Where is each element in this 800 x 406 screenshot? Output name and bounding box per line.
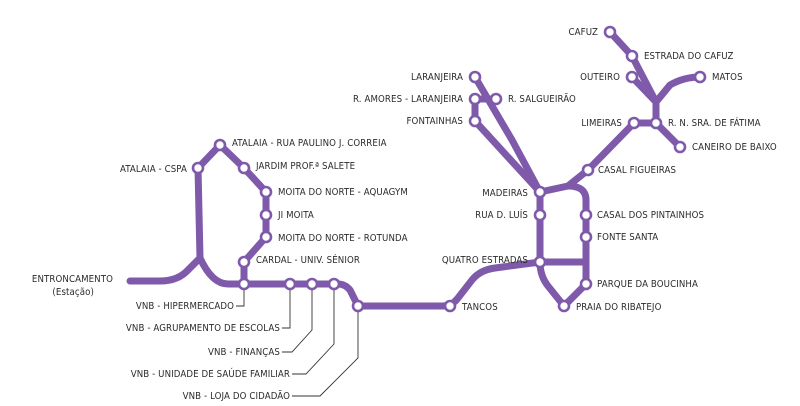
label-moita-aquagym: MOITA DO NORTE - AQUAGYM	[278, 187, 408, 198]
label-cardal: CARDAL - UNIV. SÉNIOR	[256, 253, 360, 266]
station-rua-d-luis[interactable]	[533, 208, 547, 222]
station-vnb-loja[interactable]	[351, 299, 365, 313]
station-estrada-cafuz[interactable]	[625, 49, 639, 63]
stations	[191, 25, 707, 313]
station-limeiras[interactable]	[627, 116, 641, 130]
label-atalaia-cspa: ATALAIA - CSPA	[120, 164, 187, 175]
route-cafuz-branch	[606, 28, 660, 106]
label-vnb-hiper: VNB - HIPERMERCADO	[136, 301, 234, 312]
station-outeiro[interactable]	[625, 70, 639, 84]
station-vnb-agrup[interactable]	[283, 277, 297, 291]
station-r-salgueirao[interactable]	[489, 92, 503, 106]
station-laranjeira[interactable]	[468, 70, 482, 84]
label-r-n-sra: R. N. SRA. DE FÁTIMA	[668, 116, 761, 129]
label-outeiro: OUTEIRO	[580, 72, 620, 83]
label-quatro-estradas: QUATRO ESTRADAS	[442, 255, 528, 266]
station-cafuz[interactable]	[603, 25, 617, 39]
label-vnb-saude: VNB - UNIDADE DE SAÚDE FAMILIAR	[131, 367, 290, 380]
label-praia-ribatejo: PRAIA DO RIBATEJO	[576, 302, 662, 313]
label-caneiro: CANEIRO DE BAIXO	[692, 142, 777, 153]
station-moita-aquagym[interactable]	[259, 185, 273, 199]
route-main-trunk	[126, 254, 544, 310]
route-matos-branch	[652, 73, 704, 106]
label-r-amores: R. AMORES - LARANJEIRA	[353, 94, 463, 105]
label-moita-rotunda: MOITA DO NORTE - ROTUNDA	[278, 233, 408, 244]
label-entroncamento-sub: (Estação)	[52, 287, 94, 298]
route-right-loop	[536, 182, 590, 310]
route-northeast-branch	[536, 119, 684, 196]
label-vnb-agrup: VNB - AGRUPAMENTO DE ESCOLAS	[126, 323, 280, 334]
station-r-amores[interactable]	[468, 92, 482, 106]
station-casal-pintainhos[interactable]	[579, 208, 593, 222]
label-matos: MATOS	[712, 72, 743, 83]
label-vnb-loja: VNB - LOJA DO CIDADÃO	[183, 389, 290, 402]
label-casal-figueiras: CASAL FIGUEIRAS	[598, 165, 676, 176]
station-praia-ribatejo[interactable]	[557, 299, 571, 313]
station-vnb-financas[interactable]	[305, 277, 319, 291]
station-labels: ENTRONCAMENTO (Estação) ATALAIA - CSPA A…	[32, 27, 777, 402]
label-fonte-santa: FONTE SANTA	[597, 232, 658, 243]
station-madeiras[interactable]	[533, 185, 547, 199]
label-laranjeira: LARANJEIRA	[411, 72, 463, 83]
station-quatro-estradas[interactable]	[533, 255, 547, 269]
label-rua-d-luis: RUA D. LUÍS	[475, 208, 528, 221]
label-madeiras: MADEIRAS	[482, 188, 528, 199]
route-madeiras-spine	[471, 73, 544, 266]
leader-lines	[236, 290, 359, 397]
station-r-n-sra[interactable]	[649, 116, 663, 130]
station-caneiro[interactable]	[673, 140, 687, 154]
station-vnb-hiper[interactable]	[237, 277, 251, 291]
station-atalaia-cspa[interactable]	[191, 161, 205, 175]
label-ji-moita: JI MOITA	[277, 210, 314, 221]
station-casal-figueiras[interactable]	[581, 163, 595, 177]
label-atalaia-rua: ATALAIA - RUA PAULINO J. CORREIA	[232, 138, 387, 149]
station-moita-rotunda[interactable]	[259, 230, 273, 244]
label-fontainhas: FONTAINHAS	[406, 116, 463, 127]
label-vnb-financas: VNB - FINANÇAS	[208, 347, 280, 358]
label-r-salgueirao: R. SALGUEIRÃO	[508, 92, 576, 105]
label-entroncamento: ENTRONCAMENTO	[32, 274, 113, 285]
label-parque-boucinha: PARQUE DA BOUCINHA	[597, 279, 698, 290]
label-cafuz: CAFUZ	[569, 27, 598, 38]
station-parque-boucinha[interactable]	[579, 277, 593, 291]
label-tancos: TANCOS	[461, 302, 498, 313]
route-fontainhas-link	[471, 95, 544, 196]
station-matos[interactable]	[693, 70, 707, 84]
station-tancos[interactable]	[443, 299, 457, 313]
station-atalaia-rua[interactable]	[213, 138, 227, 152]
label-limeiras: LIMEIRAS	[581, 118, 622, 129]
station-vnb-saude[interactable]	[327, 277, 341, 291]
label-estrada-cafuz: ESTRADA DO CAFUZ	[644, 51, 734, 62]
label-jardim: JARDIM PROF.ª SALETE	[255, 161, 355, 172]
station-cardal[interactable]	[237, 255, 251, 269]
station-fontainhas[interactable]	[468, 114, 482, 128]
station-fonte-santa[interactable]	[579, 230, 593, 244]
station-jardim[interactable]	[237, 161, 251, 175]
station-ji-moita[interactable]	[259, 208, 273, 222]
label-casal-pintainhos: CASAL DOS PINTAINHOS	[597, 210, 704, 221]
